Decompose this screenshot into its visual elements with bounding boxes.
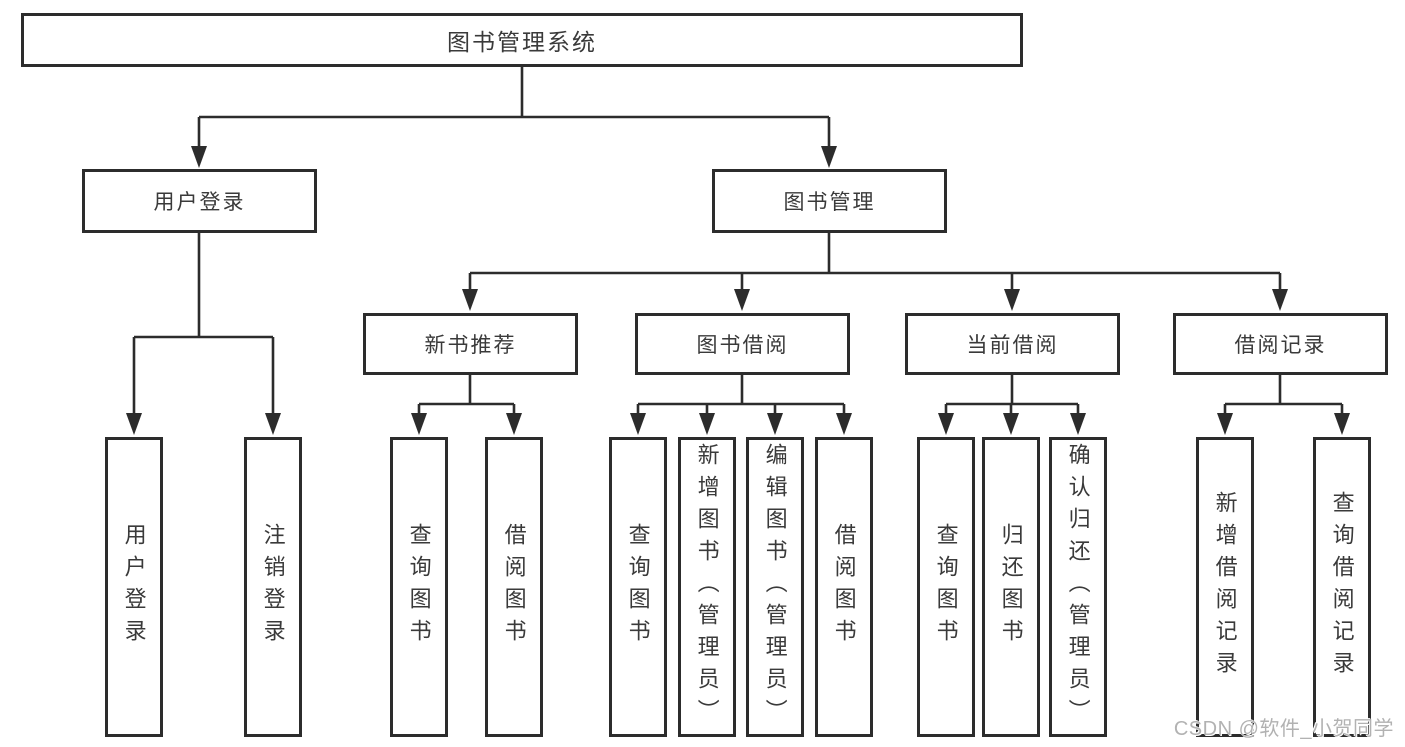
node-new-book-recommend: 新书推荐 (363, 313, 578, 375)
node-leaf-query-books-1: 查询图书 (390, 437, 448, 737)
node-leaf-query-books-2: 查询图书 (609, 437, 667, 737)
node-leaf-query-borrow-record: 查询借阅记录 (1313, 437, 1371, 737)
node-book-management-label: 图书管理 (783, 191, 876, 214)
node-leaf-return-books-label: 归还图书 (998, 523, 1024, 651)
node-leaf-borrow-books-1: 借阅图书 (485, 437, 543, 737)
node-leaf-return-books: 归还图书 (982, 437, 1040, 737)
node-leaf-borrow-books-1-label: 借阅图书 (501, 523, 527, 651)
node-leaf-logout-login: 注销登录 (244, 437, 302, 737)
node-user-login-label: 用户登录 (153, 191, 246, 214)
node-book-borrow: 图书借阅 (635, 313, 850, 375)
arrowheads (126, 146, 1350, 435)
node-leaf-query-books-1-label: 查询图书 (406, 523, 432, 651)
node-book-borrow-label: 图书借阅 (696, 334, 789, 357)
node-borrow-record: 借阅记录 (1173, 313, 1388, 375)
node-current-borrow-label: 当前借阅 (966, 334, 1059, 357)
node-leaf-query-books-3: 查询图书 (917, 437, 975, 737)
node-leaf-query-books-2-label: 查询图书 (625, 523, 651, 651)
node-leaf-add-borrow-record-label: 新增借阅记录 (1212, 491, 1238, 683)
node-book-management: 图书管理 (712, 169, 947, 233)
node-leaf-edit-books-admin: 编辑图书（管理员） (746, 437, 804, 737)
node-leaf-add-borrow-record: 新增借阅记录 (1196, 437, 1254, 737)
node-leaf-edit-books-admin-label: 编辑图书（管理员） (762, 443, 788, 731)
node-leaf-borrow-books-2: 借阅图书 (815, 437, 873, 737)
node-leaf-add-books-admin-label: 新增图书（管理员） (694, 443, 720, 731)
tree-edges (132, 67, 1344, 420)
node-borrow-record-label: 借阅记录 (1234, 334, 1327, 357)
node-new-book-recommend-label: 新书推荐 (424, 334, 517, 357)
node-leaf-user-login: 用户登录 (105, 437, 163, 737)
node-leaf-confirm-return-admin-label: 确认归还（管理员） (1065, 443, 1091, 731)
node-leaf-confirm-return-admin: 确认归还（管理员） (1049, 437, 1107, 737)
node-leaf-borrow-books-2-label: 借阅图书 (831, 523, 857, 651)
node-leaf-logout-login-label: 注销登录 (260, 523, 286, 651)
node-leaf-add-books-admin: 新增图书（管理员） (678, 437, 736, 737)
node-current-borrow: 当前借阅 (905, 313, 1120, 375)
node-leaf-user-login-label: 用户登录 (121, 523, 147, 651)
node-user-login: 用户登录 (82, 169, 317, 233)
node-leaf-query-books-3-label: 查询图书 (933, 523, 959, 651)
node-root: 图书管理系统 (21, 13, 1023, 67)
node-leaf-query-borrow-record-label: 查询借阅记录 (1329, 491, 1355, 683)
node-root-label: 图书管理系统 (447, 29, 597, 55)
watermark-text: CSDN @软件_小贺同学 (1173, 718, 1394, 740)
